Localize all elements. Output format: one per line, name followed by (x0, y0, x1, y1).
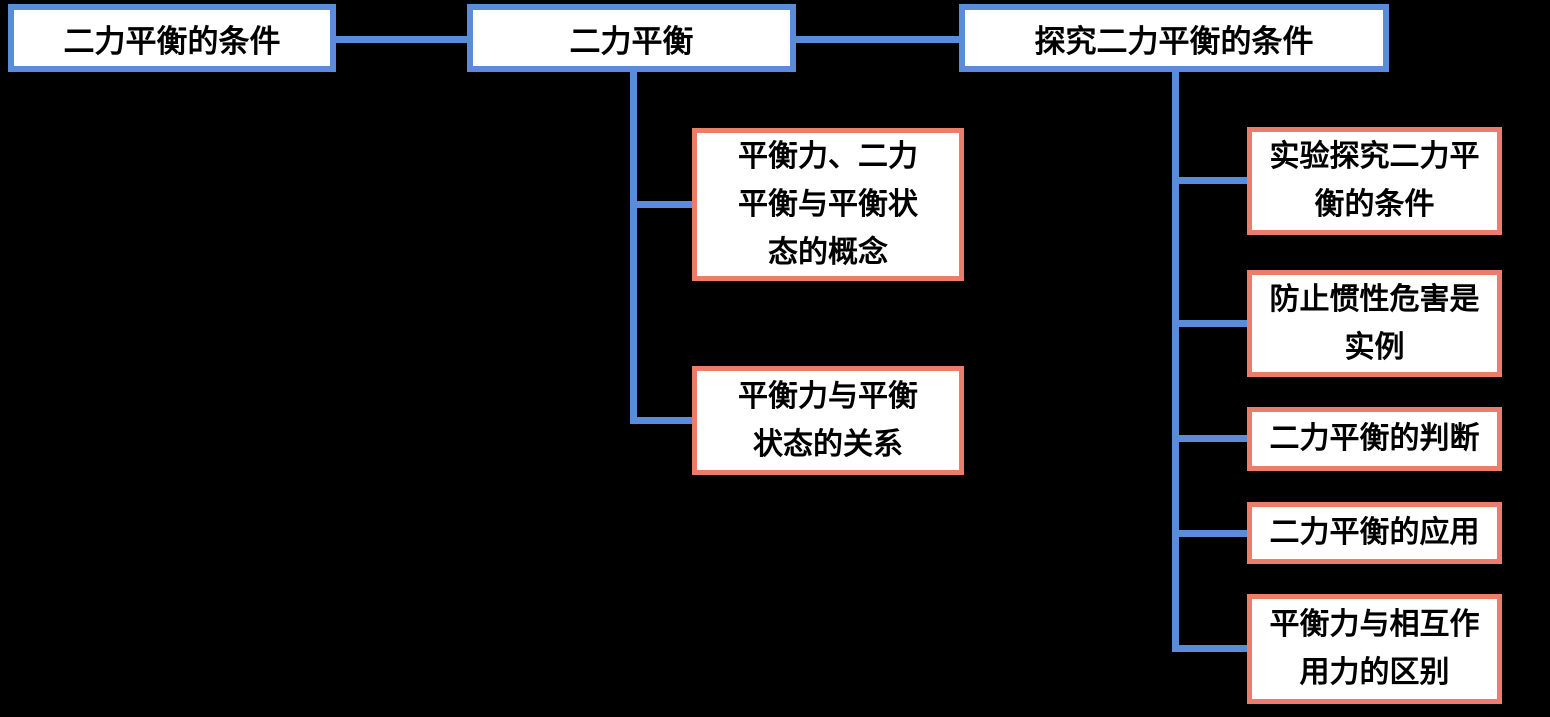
node-label-line: 平衡力与相互作 (1269, 608, 1480, 641)
node-balance-state-relation: 平衡力与平衡 状态的关系 (692, 366, 964, 475)
connector-branch-concepts (637, 201, 692, 208)
node-label-line: 平衡力、二力 (738, 139, 918, 173)
node-label-line: 平衡与平衡状 (738, 187, 918, 221)
connector-branch-application (1179, 530, 1247, 537)
node-two-force-balance: 二力平衡 (467, 4, 796, 72)
node-label-line: 平衡力与平衡 (738, 379, 918, 413)
node-label-line: 态的概念 (768, 235, 888, 269)
node-balance-concepts: 平衡力、二力 平衡与平衡状 态的概念 (692, 128, 964, 281)
connector-branch-relation (637, 417, 692, 424)
node-label: 二力平衡 (569, 23, 694, 59)
connector-left-to-root (336, 36, 468, 43)
node-two-force-balance-conditions: 二力平衡的条件 (8, 4, 336, 72)
node-label-line: 实验探究二力平 (1269, 140, 1480, 173)
connector-branch-judgment (1179, 435, 1247, 442)
node-experiment-explore: 实验探究二力平 衡的条件 (1247, 127, 1502, 235)
node-label-line: 衡的条件 (1314, 188, 1435, 221)
node-balance-application: 二力平衡的应用 (1247, 502, 1502, 564)
node-explore-balance-conditions: 探究二力平衡的条件 (959, 4, 1389, 72)
node-label-line: 实例 (1344, 330, 1405, 364)
connector-root-to-right (796, 36, 959, 43)
node-label: 二力平衡的条件 (63, 23, 281, 59)
connector-branch-experiment (1179, 177, 1247, 184)
node-balance-judgment: 二力平衡的判断 (1247, 407, 1502, 471)
node-label-line: 二力平衡的判断 (1269, 422, 1480, 455)
node-label-line: 状态的关系 (753, 427, 903, 461)
connector-right-vertical (1172, 72, 1179, 652)
connector-branch-difference (1179, 645, 1247, 652)
node-label-line: 二力平衡的应用 (1269, 516, 1480, 549)
connector-branch-inertia (1179, 320, 1247, 327)
node-label-line: 防止惯性危害是 (1269, 282, 1480, 316)
node-label-line: 用力的区别 (1299, 656, 1450, 689)
node-interaction-force-difference: 平衡力与相互作 用力的区别 (1247, 594, 1502, 704)
node-label: 探究二力平衡的条件 (1034, 23, 1314, 59)
node-inertia-hazard-example: 防止惯性危害是 实例 (1247, 270, 1502, 377)
connector-root-vertical (630, 72, 637, 424)
